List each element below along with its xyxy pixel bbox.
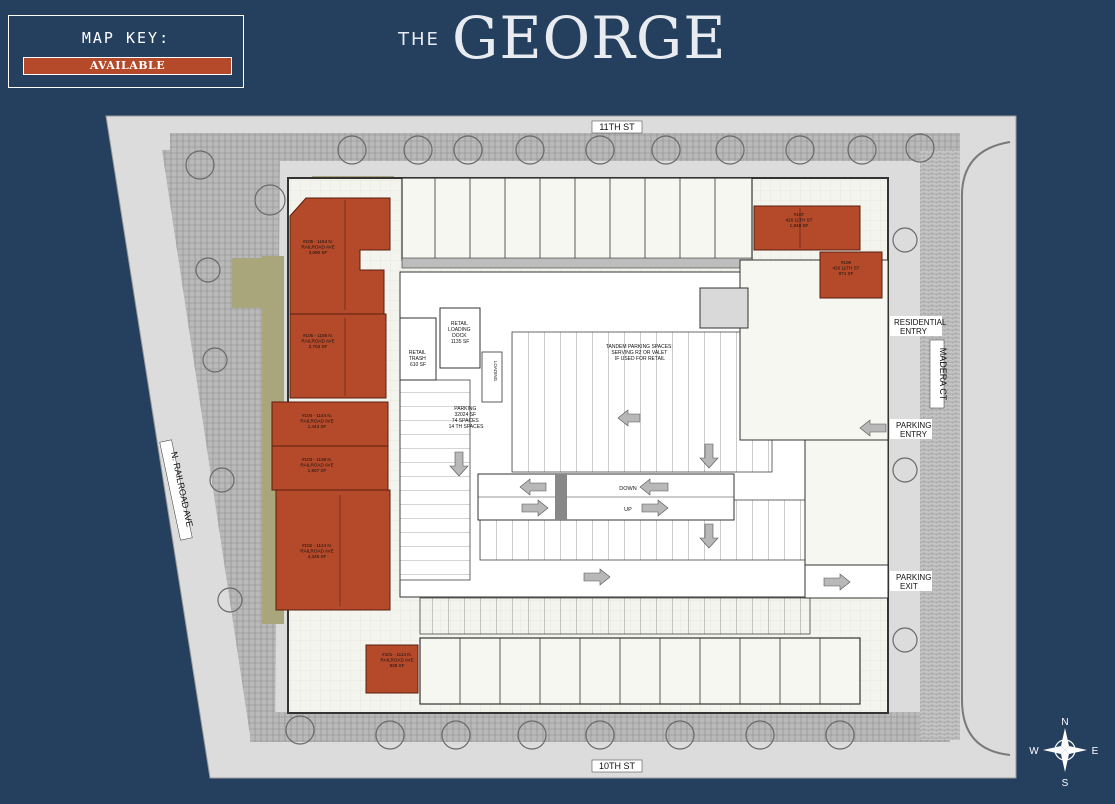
street-south: 10TH ST xyxy=(599,761,636,771)
map-key: MAP KEY: AVAILABLE xyxy=(8,15,244,88)
compass-e: E xyxy=(1092,746,1099,757)
madera-ct-curve xyxy=(960,141,1011,756)
ramp-down-label: DOWN xyxy=(619,486,636,492)
retail-trash-room xyxy=(399,317,437,381)
unit-103-l1: #103 - 1138 N. xyxy=(302,457,332,462)
unit-105b-l1: #105 - 1156 N. xyxy=(303,333,333,338)
unit-101 xyxy=(365,644,419,694)
traffic-arrows xyxy=(449,409,887,591)
unit-102-l1: #102 - 1124 N. xyxy=(302,543,332,548)
map-key-title: MAP KEY: xyxy=(81,29,171,47)
street-east: MADERA CT xyxy=(938,348,948,401)
svg-text:TANDEM PARKING SPACES: SER: TANDEM PARKING SPACES: SERVING R2 OR VAL… xyxy=(606,344,674,362)
loading-label: LOADING xyxy=(493,361,498,382)
unit-104-l1: #104 - 1144 N. xyxy=(302,413,332,418)
parking-label: PARKING xyxy=(454,406,476,412)
compass-s: S xyxy=(1062,778,1069,789)
retail-trash-label: RETAIL xyxy=(409,350,426,356)
landscape-west2 xyxy=(232,258,264,308)
north-units xyxy=(401,177,753,261)
logo-name: GEORGE xyxy=(452,4,727,72)
unit-107 xyxy=(753,205,861,251)
retail-loading-room xyxy=(439,307,481,369)
compass-icon: N S E W xyxy=(1029,717,1098,789)
unit-105a-l1: #105 - 1164 N. xyxy=(303,239,333,244)
parking-entry-label: PARKING xyxy=(896,421,931,430)
north-sidewalk xyxy=(170,133,960,161)
south-sidewalk xyxy=(250,712,950,742)
unit-107-l1: #107 xyxy=(794,212,805,217)
retail-loading-label: RETAIL xyxy=(451,321,468,327)
unit-106-l1: #106 xyxy=(841,260,852,265)
east-sidewalk xyxy=(920,150,960,740)
compass-n: N xyxy=(1061,717,1068,728)
unit-102 xyxy=(275,489,391,611)
compass-w: W xyxy=(1029,746,1039,757)
unit-106 xyxy=(819,251,883,299)
unit-104 xyxy=(271,401,389,447)
unit-105a xyxy=(289,197,391,315)
svg-text:PARKING 32024 SF: PARKING 32024 SF 74 SPACES 14 TH SPACES xyxy=(449,406,484,430)
available-swatch: AVAILABLE xyxy=(23,57,232,75)
tandem-label: TANDEM PARKING SPACES: xyxy=(606,344,673,350)
residential-entry-label: RESIDENTIAL xyxy=(894,318,947,327)
south-units xyxy=(419,637,861,705)
svg-text:RETAIL LOADING DOCK: RETAIL LOADING DOCK 1135 SF xyxy=(448,321,472,345)
trees xyxy=(185,133,935,750)
svg-text:RETAIL TRASH 610 SF: RETAIL TRASH 610 SF xyxy=(409,350,427,368)
parking-exit-label: PARKING xyxy=(896,573,931,582)
street-north: 11TH ST xyxy=(599,122,635,132)
unit-103 xyxy=(271,445,389,491)
unit-101-l1: #101 - 1114 N. xyxy=(382,652,412,657)
ramp-up-label: UP xyxy=(624,507,632,513)
available-units xyxy=(271,197,883,694)
unit-105b xyxy=(289,313,387,399)
logo-prefix: THE xyxy=(398,29,440,50)
